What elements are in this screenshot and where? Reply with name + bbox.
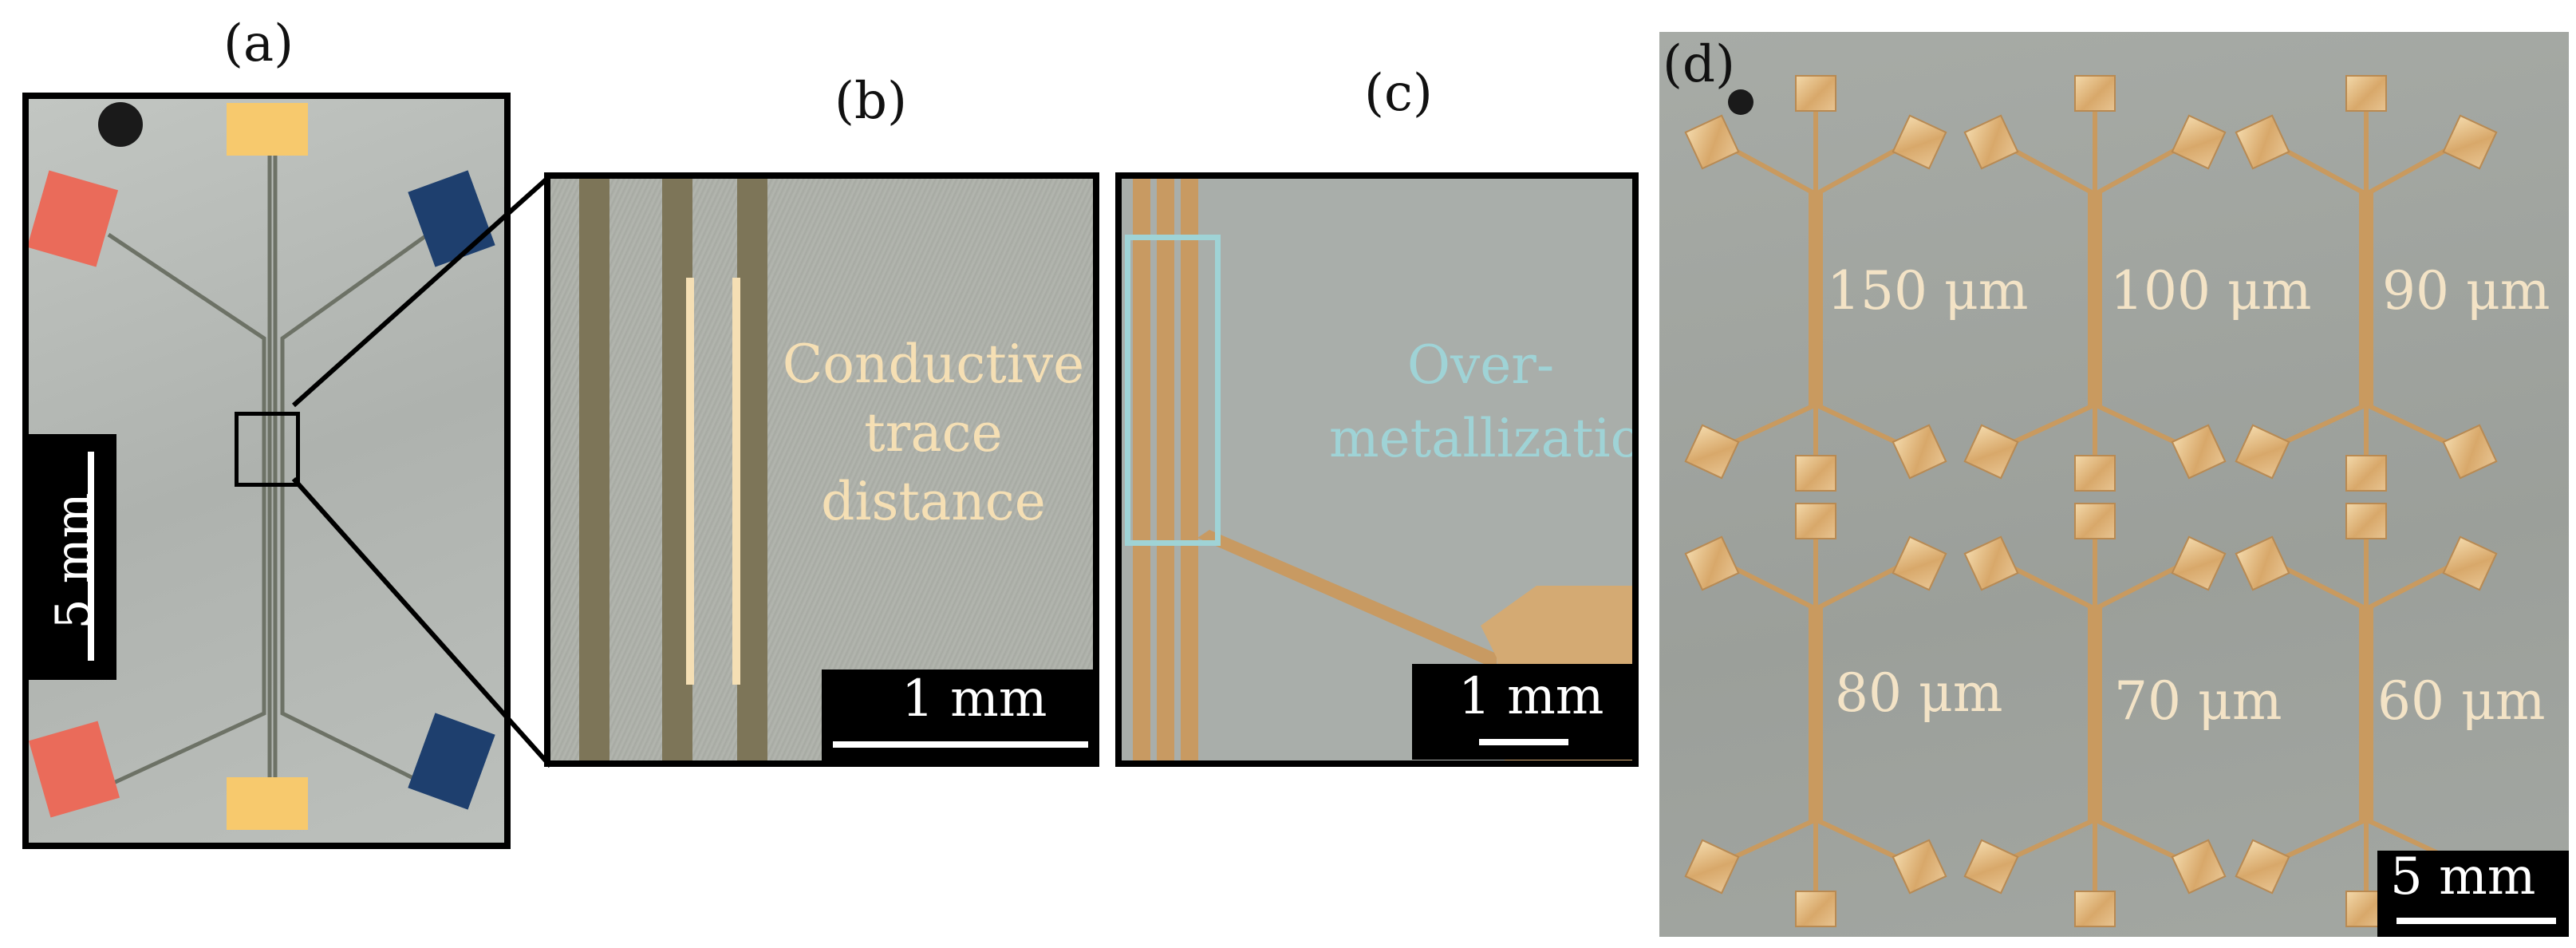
contact-pad (2345, 455, 2387, 492)
panel-d-scale-label: 5 mm (2390, 847, 2536, 907)
panel-b-scale-label: 1 mm (901, 670, 1047, 729)
distance-marker-right (732, 278, 740, 685)
trace-distance-annotation: Conductive trace distance (766, 330, 1093, 536)
trace-width-label: 60 μm (2377, 670, 2546, 732)
panel-b-scalebox: 1 mm (822, 670, 1093, 760)
pad-yellow-bottom (227, 777, 308, 830)
panel-c-scalebar (1479, 739, 1568, 745)
panel-c-scale-label: 1 mm (1458, 667, 1604, 726)
panel-b-photo: Conductive trace distance 1 mm (544, 172, 1099, 767)
panel-d-label: (d) (1663, 35, 1735, 94)
panel-b-label: (b) (834, 72, 907, 131)
contact-pad (2345, 75, 2387, 112)
contact-pad (2074, 455, 2116, 492)
panel-d-photo: (d) (1659, 32, 2569, 937)
overmetal-trace-2 (1157, 179, 1174, 760)
contact-pad (1795, 503, 1836, 539)
contact-pad (1795, 455, 1836, 492)
overmetal-trace-1 (1133, 179, 1150, 760)
pad-yellow-top (227, 103, 308, 156)
annotation-line-2: trace (864, 402, 1003, 464)
alignment-hole (98, 102, 143, 147)
contact-pad (1795, 891, 1836, 927)
panel-c-photo: Over- metallization 1 mm (1115, 172, 1639, 767)
annotation-line-2: metallization (1329, 408, 1632, 469)
annotation-line-1: Conductive (782, 334, 1085, 395)
conductive-trace-1 (579, 179, 609, 760)
trace-width-label: 90 μm (2382, 260, 2550, 322)
overmetal-trace-3 (1181, 179, 1198, 760)
contact-pad (2345, 503, 2387, 539)
conductive-trace-3 (737, 179, 767, 760)
overmetallization-annotation: Over- metallization (1329, 329, 1632, 476)
contact-pad (2074, 75, 2116, 112)
annotation-line-1: Over- (1406, 334, 1555, 396)
contact-pad (2074, 891, 2116, 927)
annotation-line-3: distance (821, 471, 1046, 532)
trace-width-label: 100 μm (2110, 260, 2312, 322)
panel-a-label: (a) (223, 14, 294, 73)
trace-width-label: 150 μm (1827, 260, 2029, 322)
panel-a-scalebar (88, 452, 94, 661)
distance-marker-left (686, 278, 694, 685)
panel-d-traces (1714, 96, 2467, 894)
trace-width-label: 80 μm (1835, 662, 2003, 724)
contact-pad (2074, 503, 2116, 539)
contact-pad (1795, 75, 1836, 112)
panel-c-scalebox: 1 mm (1412, 664, 1632, 760)
panel-a-photo: 5 mm (22, 93, 511, 849)
trace-width-label: 70 μm (2114, 670, 2282, 732)
alignment-hole (1728, 89, 1753, 115)
panel-a-traces (98, 102, 429, 793)
panel-c-label: (c) (1364, 64, 1433, 123)
panel-d-scalebar (2397, 918, 2556, 924)
panel-b-scalebar (833, 741, 1088, 748)
overmetallization-highlight (1125, 235, 1221, 546)
panel-a-scalebox: 5 mm (29, 434, 116, 680)
zoom-region-box (235, 412, 300, 487)
panel-d-scalebox: 5 mm (2377, 847, 2569, 937)
